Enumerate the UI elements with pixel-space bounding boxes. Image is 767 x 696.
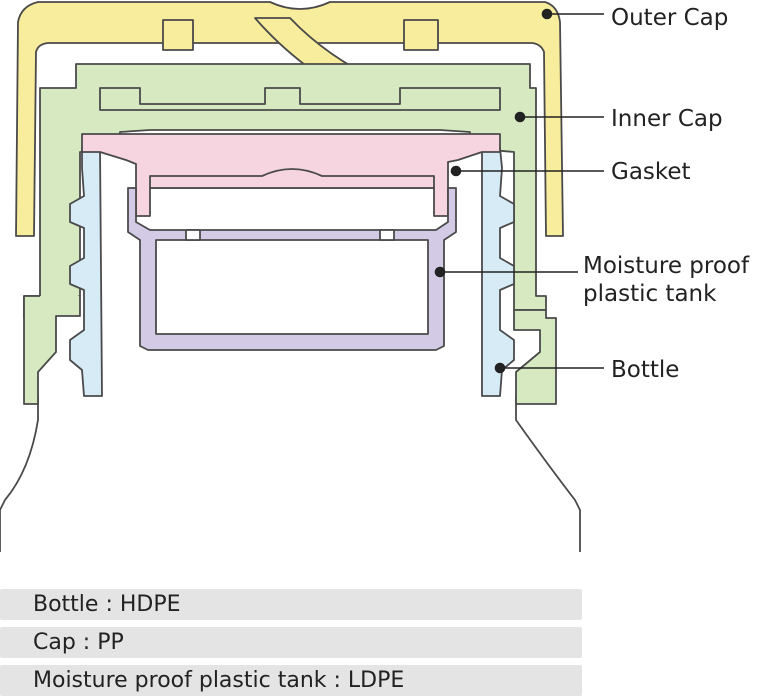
bottle-body-outline bbox=[0, 395, 581, 552]
outer-cap-lug-right bbox=[403, 19, 439, 51]
closure-cross-section-diagram: Outer Cap Inner Cap Gasket Moisture proo… bbox=[0, 1, 750, 552]
material-row-bottle: Bottle : HDPE bbox=[0, 589, 582, 620]
inner-cap-spout bbox=[23, 295, 81, 405]
inner-cap-top-detail bbox=[99, 87, 501, 111]
outer-cap-leader-dot bbox=[541, 8, 553, 20]
bottle-leader-dot bbox=[494, 362, 506, 374]
bottle-neck-left bbox=[69, 147, 103, 397]
tank-label-line1: Moisture proof bbox=[583, 253, 750, 279]
inner-cap-label: Inner Cap bbox=[611, 106, 723, 132]
outer-cap-lug-left bbox=[162, 19, 194, 51]
gasket-leader-dot bbox=[450, 165, 462, 177]
outer-cap bbox=[15, 1, 564, 237]
tank-clip-left bbox=[185, 229, 201, 241]
inner-cap-leader-dot bbox=[514, 111, 526, 123]
gasket-label: Gasket bbox=[611, 159, 691, 185]
outer-cap-label: Outer Cap bbox=[611, 5, 728, 31]
gasket-center-dip bbox=[149, 168, 435, 189]
material-row-tank: Moisture proof plastic tank : LDPE bbox=[0, 665, 582, 696]
tank-clip-right bbox=[379, 229, 395, 241]
bottle-label: Bottle bbox=[611, 357, 679, 383]
tank-inner-wall bbox=[155, 239, 429, 335]
tank-label-line2: plastic tank bbox=[583, 281, 717, 307]
inner-cap-spout-right bbox=[513, 309, 557, 405]
material-row-cap: Cap : PP bbox=[0, 627, 582, 658]
tank-leader-dot bbox=[434, 266, 446, 278]
